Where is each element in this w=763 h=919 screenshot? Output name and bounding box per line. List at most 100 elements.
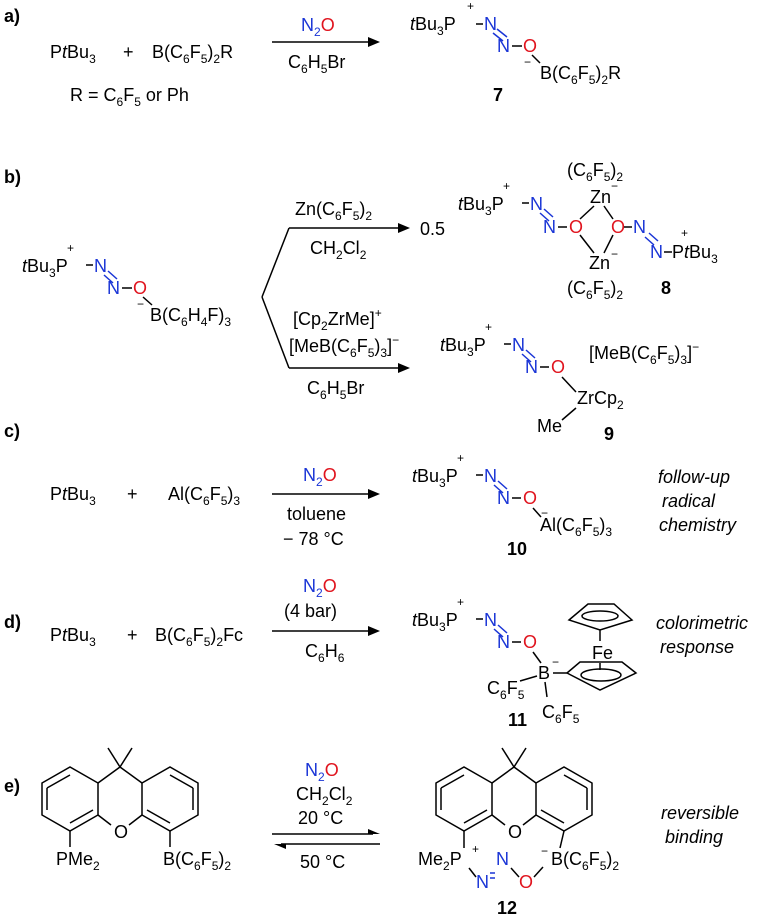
svg-text:O: O bbox=[508, 822, 522, 842]
svg-text:N: N bbox=[476, 872, 489, 892]
svg-text:N: N bbox=[512, 335, 525, 355]
svg-text:−: − bbox=[137, 297, 144, 311]
panel-e-label: e) bbox=[4, 776, 20, 796]
panel-d-note-line1: colorimetric bbox=[656, 613, 748, 633]
panel-a-arrowhead bbox=[368, 37, 380, 47]
panel-e-borane-label: B(C6F5)2 bbox=[163, 849, 231, 873]
svg-text:Me2P: Me2P bbox=[418, 849, 462, 873]
svg-text:B: B bbox=[538, 663, 550, 683]
panel-d-note-line2: response bbox=[660, 637, 734, 657]
panel-d-pressure: (4 bar) bbox=[284, 601, 337, 621]
product-12-structure: O Me2P + N N O − B(C6F5)2 bbox=[418, 747, 619, 892]
panel-c-reagent1: PtBu3 bbox=[50, 484, 96, 508]
svg-text:O: O bbox=[523, 488, 537, 508]
panel-d: d) PtBu3 + B(C6F5)2Fc N2O (4 bar) C6H6 t… bbox=[4, 576, 748, 730]
svg-text:N: N bbox=[650, 242, 663, 262]
panel-c-note-line3: chemistry bbox=[659, 515, 737, 535]
panel-b-lower-reagent2: [MeB(C6F5)3]− bbox=[289, 333, 399, 360]
product-10-number: 10 bbox=[507, 539, 527, 559]
panel-c-temp: − 78 °C bbox=[283, 529, 344, 549]
panel-d-solvent: C6H6 bbox=[305, 641, 345, 665]
panel-a-plus: + bbox=[123, 42, 134, 62]
svg-text:N: N bbox=[496, 849, 509, 869]
panel-c-note-line1: follow-up bbox=[658, 467, 730, 487]
svg-text:B(C6H4F)3: B(C6H4F)3 bbox=[150, 305, 231, 329]
svg-text:O: O bbox=[523, 36, 537, 56]
panel-e-temp-reverse: 50 °C bbox=[300, 852, 345, 872]
svg-text:−: − bbox=[541, 844, 548, 858]
svg-text:B(C6F5)2: B(C6F5)2 bbox=[551, 849, 619, 873]
svg-text:N: N bbox=[543, 217, 556, 237]
panel-d-reagent2: B(C6F5)2Fc bbox=[155, 625, 243, 649]
panel-e-note-line2: binding bbox=[665, 827, 723, 847]
panel-a-label: a) bbox=[4, 6, 20, 26]
panel-a-r-definition: R = C6F5 or Ph bbox=[70, 85, 189, 109]
product-12-number: 12 bbox=[497, 898, 517, 918]
panel-e-temp-forward: 20 °C bbox=[298, 808, 343, 828]
svg-text:Al(C6F5)3: Al(C6F5)3 bbox=[540, 515, 612, 539]
panel-e: e) O PMe2 B(C6F5)2 N2O CH2Cl2 20 °C bbox=[4, 747, 739, 918]
ferrocene-lower-cp-ring bbox=[565, 661, 638, 691]
panel-d-reagent1: PtBu3 bbox=[50, 625, 96, 649]
svg-text:O: O bbox=[551, 357, 565, 377]
svg-text:N: N bbox=[497, 632, 510, 652]
panel-c-plus: + bbox=[127, 484, 138, 504]
panel-b: b) tBu3P + N N O − B(C6H4F)3 Zn(C6F5)2 C… bbox=[4, 160, 718, 444]
panel-a-gas: N2O bbox=[301, 15, 335, 39]
panel-b-upper-reagent: Zn(C6F5)2 bbox=[295, 199, 372, 223]
svg-text:O: O bbox=[569, 217, 583, 237]
panel-e-starting-xanthene: O PMe2 B(C6F5)2 bbox=[41, 747, 231, 873]
svg-text:−: − bbox=[611, 247, 618, 261]
svg-text:tBu3P: tBu3P bbox=[410, 14, 456, 38]
panel-a-reagent2: B(C6F5)2R bbox=[152, 42, 233, 66]
panel-c-reagent2: Al(C6F5)3 bbox=[168, 484, 240, 508]
svg-text:O: O bbox=[611, 217, 625, 237]
panel-b-counterion: [MeB(C6F5)3]− bbox=[589, 340, 699, 367]
panel-b-label: b) bbox=[4, 167, 21, 187]
panel-b-start-structure: tBu3P + N N O − B(C6H4F)3 bbox=[22, 241, 231, 329]
svg-text:N: N bbox=[633, 217, 646, 237]
svg-text:tBu3P: tBu3P bbox=[412, 610, 458, 634]
svg-text:+: + bbox=[485, 320, 492, 334]
svg-text:N: N bbox=[530, 194, 543, 214]
svg-text:O: O bbox=[523, 632, 537, 652]
svg-text:tBu3P: tBu3P bbox=[440, 335, 486, 359]
product-7-structure: tBu3P + N N O − B(C6F5)2R bbox=[410, 0, 621, 87]
panel-b-upper-coeff: 0.5 bbox=[420, 219, 445, 239]
svg-text:C6F5: C6F5 bbox=[487, 678, 525, 702]
svg-text:N: N bbox=[484, 466, 497, 486]
svg-text:−: − bbox=[541, 506, 548, 520]
svg-text:N: N bbox=[497, 488, 510, 508]
svg-text:−: − bbox=[552, 655, 559, 669]
panel-e-solvent: CH2Cl2 bbox=[296, 784, 353, 808]
svg-text:tBu3P: tBu3P bbox=[412, 466, 458, 490]
svg-text:N: N bbox=[484, 610, 497, 630]
panel-c-gas: N2O bbox=[303, 465, 337, 489]
panel-e-pme2-label: PMe2 bbox=[56, 849, 100, 873]
panel-a-reagent1: PtBu3 bbox=[50, 42, 96, 66]
svg-text:tBu3P: tBu3P bbox=[22, 256, 68, 280]
ferrocene-upper-cp-ring bbox=[567, 603, 634, 631]
panel-c-note-line2: radical bbox=[662, 491, 716, 511]
product-8-structure: (C6F5)2 Zn − tBu3P + N N O O N N + PtBu3 bbox=[458, 160, 718, 302]
svg-text:N: N bbox=[497, 36, 510, 56]
panel-d-gas: N2O bbox=[303, 576, 337, 600]
panel-e-gas: N2O bbox=[305, 760, 339, 784]
svg-text:Zn: Zn bbox=[589, 253, 610, 273]
svg-text:C6F5: C6F5 bbox=[542, 702, 580, 726]
svg-text:Me: Me bbox=[537, 416, 562, 436]
svg-text:(C6F5)2: (C6F5)2 bbox=[567, 278, 623, 302]
panel-b-lower-reagent1: [Cp2ZrMe]+ bbox=[293, 306, 382, 333]
svg-text:+: + bbox=[681, 226, 688, 240]
svg-text:Fe: Fe bbox=[592, 643, 613, 663]
svg-text:N: N bbox=[525, 357, 538, 377]
svg-text:B(C6F5)2R: B(C6F5)2R bbox=[540, 63, 621, 87]
panel-b-upper-solvent: CH2Cl2 bbox=[310, 238, 367, 262]
panel-d-label: d) bbox=[4, 612, 21, 632]
product-7-number: 7 bbox=[493, 85, 503, 105]
svg-text:ZrCp2: ZrCp2 bbox=[577, 388, 624, 412]
svg-text:Zn: Zn bbox=[590, 187, 611, 207]
product-11-structure: tBu3P + N N O B − C6F5 C6F5 Fe bbox=[412, 595, 638, 726]
panel-c: c) PtBu3 + Al(C6F5)3 N2O toluene − 78 °C… bbox=[4, 421, 737, 559]
